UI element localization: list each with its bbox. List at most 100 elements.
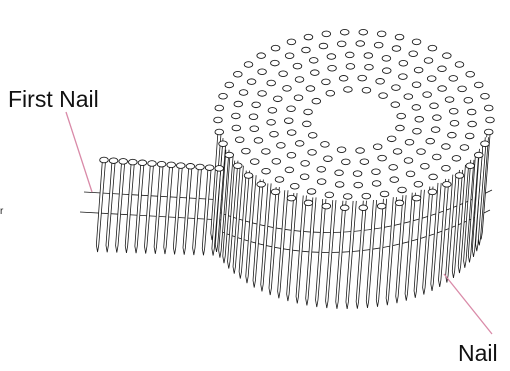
nail-head xyxy=(219,93,228,99)
nail-label: Nail xyxy=(458,340,498,367)
nail-head xyxy=(345,52,354,58)
nail-head xyxy=(464,97,473,103)
nail-shank xyxy=(396,195,406,303)
nail-shank xyxy=(376,199,386,307)
nail-head xyxy=(311,70,320,76)
nail-head xyxy=(382,68,391,74)
nail-head xyxy=(484,105,493,111)
nail-head xyxy=(414,67,423,73)
nail-head xyxy=(295,77,304,83)
nail-head xyxy=(360,159,369,165)
nail-head xyxy=(275,177,284,183)
nail-head xyxy=(279,71,288,77)
nail-shank xyxy=(296,195,306,303)
nail-head xyxy=(319,43,328,49)
nail-head xyxy=(452,156,461,162)
nail-head xyxy=(328,65,337,71)
nail-head xyxy=(287,152,296,158)
nail-head xyxy=(157,161,166,167)
nail-head xyxy=(455,173,464,179)
nail-head xyxy=(428,189,437,195)
nail-head xyxy=(438,86,447,92)
nail-head xyxy=(467,109,476,115)
nail-head xyxy=(466,163,475,169)
nail-head xyxy=(340,205,349,211)
nail-head xyxy=(306,86,315,92)
nail-head xyxy=(250,126,259,132)
nail-head xyxy=(458,86,467,92)
nail-head xyxy=(287,106,296,112)
nail-head xyxy=(215,105,224,111)
nail-head xyxy=(484,129,493,135)
nail-shank xyxy=(278,190,288,298)
nail-head xyxy=(443,182,452,188)
nail-head xyxy=(205,165,214,171)
nail-head xyxy=(234,101,243,107)
nail-head xyxy=(271,60,280,66)
nail-head xyxy=(257,182,266,188)
nail-shank xyxy=(106,161,115,253)
nail-shank xyxy=(346,201,356,309)
nail-leader-line xyxy=(444,274,492,334)
nail-head xyxy=(322,203,331,209)
nail-head xyxy=(428,45,437,51)
nail-head xyxy=(302,121,311,127)
nail-head xyxy=(431,127,440,133)
nail-head xyxy=(427,76,436,82)
nail-shank xyxy=(269,187,279,295)
nail-head xyxy=(445,97,454,103)
nail-head xyxy=(325,192,334,198)
nail-head xyxy=(244,173,253,179)
nail-head xyxy=(290,183,299,189)
nail-head xyxy=(304,34,313,40)
nail-head xyxy=(258,91,267,97)
nail-head xyxy=(392,46,401,52)
nail-head xyxy=(432,154,441,160)
nail-head xyxy=(359,29,368,35)
nail-head xyxy=(449,76,458,82)
nail-head xyxy=(300,174,309,180)
nail-head xyxy=(343,194,352,200)
nail-head xyxy=(254,138,263,144)
nail-head xyxy=(109,158,118,164)
nail-head xyxy=(399,74,408,80)
nail-head xyxy=(395,34,404,40)
nail-head xyxy=(244,62,253,68)
nail-shank xyxy=(164,165,173,254)
nail-head xyxy=(232,113,241,119)
nail-shank xyxy=(386,197,396,305)
nail-head xyxy=(257,53,266,59)
nail-head xyxy=(239,90,248,96)
cut-off-text-fragment: r xyxy=(0,206,3,217)
nail-head xyxy=(235,137,244,143)
nail-head xyxy=(393,149,402,155)
nail-head xyxy=(258,69,267,75)
nail-head xyxy=(271,45,280,51)
nail-head xyxy=(389,165,398,171)
nail-head xyxy=(295,141,304,147)
nail-head xyxy=(429,174,438,180)
nail-head xyxy=(442,144,451,150)
nail-head xyxy=(421,163,430,169)
nail-head xyxy=(358,75,367,81)
nail-head xyxy=(250,159,259,165)
nail-head xyxy=(379,93,388,99)
nail-head xyxy=(415,116,424,122)
nail-head xyxy=(225,82,234,88)
nail-head xyxy=(449,108,458,114)
nail-head xyxy=(390,177,399,183)
nail-head xyxy=(340,29,349,35)
nail-head xyxy=(284,118,293,124)
nail-head xyxy=(392,85,401,91)
nail-head xyxy=(167,162,176,168)
nail-head xyxy=(233,163,242,169)
nail-head xyxy=(309,58,318,64)
nail-head xyxy=(270,131,279,137)
nail-head xyxy=(387,136,396,142)
nail-head xyxy=(335,170,344,176)
nail-shank xyxy=(173,166,182,255)
nail-shank xyxy=(116,161,125,252)
nail-head xyxy=(378,155,387,161)
nail-head xyxy=(225,152,234,158)
